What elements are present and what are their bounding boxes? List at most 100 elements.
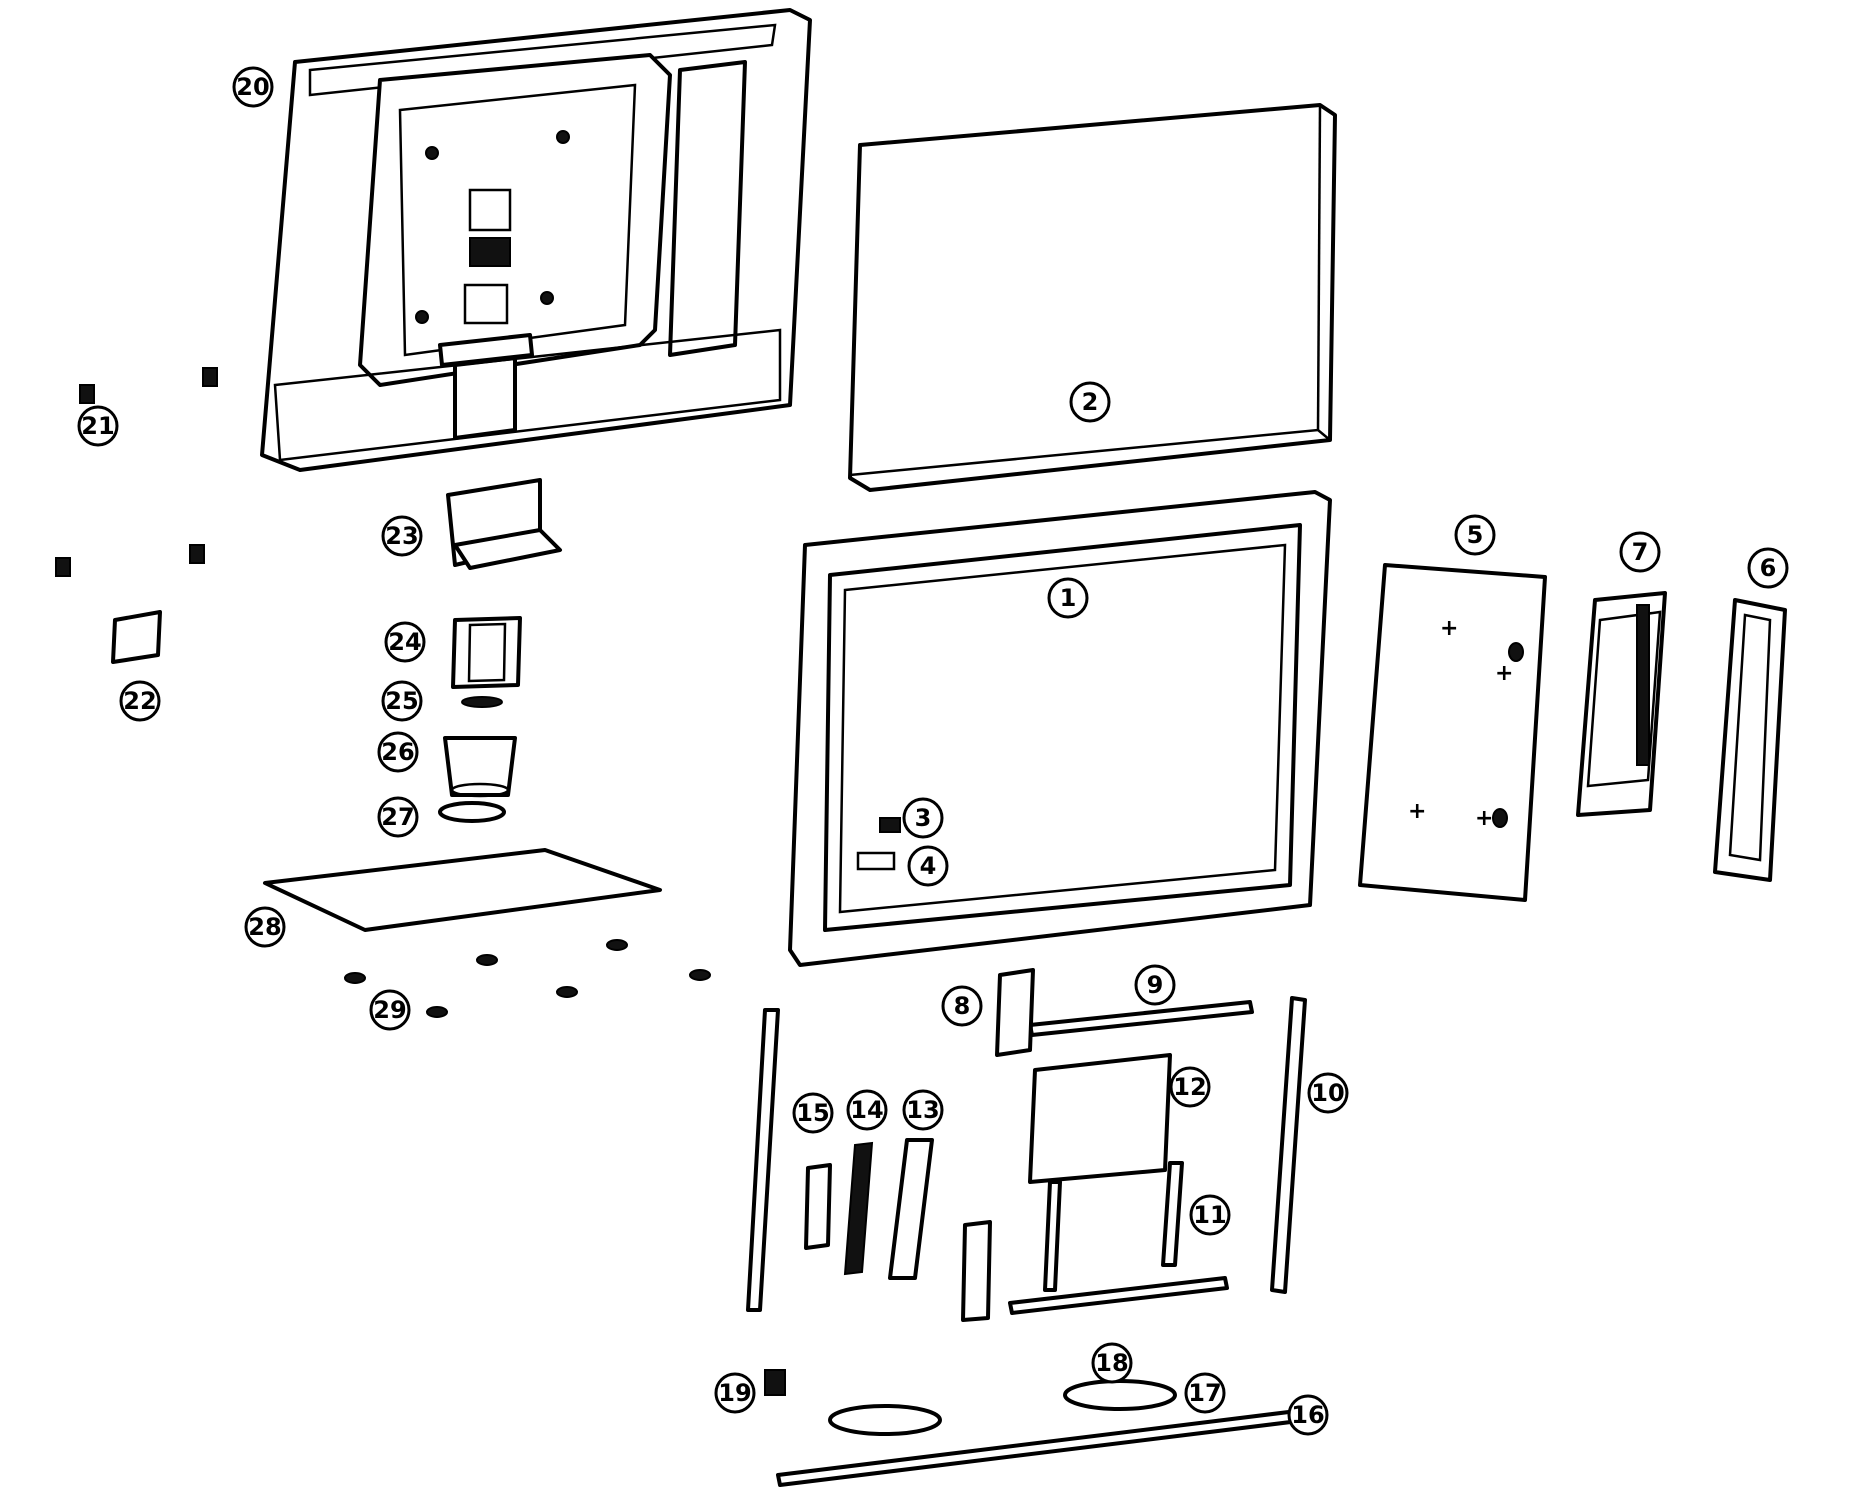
callout-4: 4 [907, 845, 949, 887]
callout-circle [232, 66, 274, 108]
support-bracket-11 [1161, 1161, 1184, 1267]
callout-label: 26 [381, 738, 414, 766]
support-post [1043, 1180, 1062, 1292]
callout-circle [77, 405, 119, 447]
callout-label: 7 [1632, 538, 1649, 566]
callout-circle [907, 845, 949, 887]
stand-collar-26 [443, 736, 517, 798]
bracket-22 [111, 610, 162, 664]
callout-label: 3 [915, 804, 932, 832]
front-bezel [788, 490, 1332, 967]
callout-label: 2 [1082, 388, 1099, 416]
callout-12: 12 [1169, 1066, 1211, 1108]
screws-21 [55, 367, 218, 577]
callout-label: 1 [1060, 584, 1077, 612]
callout-27: 27 [377, 796, 419, 838]
callout-19: 19 [714, 1372, 756, 1414]
callout-17: 17 [1184, 1372, 1226, 1414]
callout-21: 21 [77, 405, 119, 447]
callout-label: 23 [385, 522, 418, 550]
callout-circle [1134, 964, 1176, 1006]
callout-24: 24 [384, 621, 426, 663]
main-board [1576, 591, 1667, 817]
callout-label: 9 [1147, 971, 1164, 999]
callout-label: 25 [385, 687, 418, 715]
lower-bar [1008, 1276, 1229, 1315]
callout-6: 6 [1747, 547, 1789, 589]
callout-circle [381, 515, 423, 557]
callout-29: 29 [369, 989, 411, 1031]
side-bracket [1713, 598, 1787, 882]
callout-circle [714, 1372, 756, 1414]
ring-27 [438, 801, 506, 823]
callout-circle [1184, 1372, 1226, 1414]
callout-18: 18 [1091, 1342, 1133, 1384]
speaker-17 [1063, 1379, 1177, 1411]
clip-19 [764, 1369, 786, 1396]
callout-circle [846, 1089, 888, 1131]
callout-circle [1069, 381, 1111, 423]
callout-label: 4 [920, 852, 937, 880]
stand-hinge-23 [446, 478, 562, 570]
small-board-lower [961, 1220, 992, 1322]
callout-7: 7 [1619, 531, 1661, 573]
callout-circle [1047, 577, 1089, 619]
rubber-feet-29 [344, 939, 711, 1018]
callout-label: 22 [123, 687, 156, 715]
callout-circle [377, 731, 419, 773]
right-rail-10 [1270, 996, 1307, 1294]
callout-circle [792, 1092, 834, 1134]
callout-14: 14 [846, 1089, 888, 1131]
callout-layer: 1234567891011121314151617181920212223242… [77, 66, 1789, 1436]
speaker-18 [828, 1404, 942, 1436]
svg-text:+: + [1440, 616, 1458, 641]
callout-circle [1169, 1066, 1211, 1108]
left-rail [746, 1008, 780, 1312]
callout-circle [384, 621, 426, 663]
callout-label: 17 [1188, 1379, 1221, 1407]
rear-cover [260, 8, 812, 472]
callout-circle [1619, 531, 1661, 573]
callout-label: 18 [1095, 1349, 1128, 1377]
callout-25: 25 [381, 680, 423, 722]
callout-circle [941, 985, 983, 1027]
callout-20: 20 [232, 66, 274, 108]
callout-3: 3 [902, 797, 944, 839]
callout-13: 13 [902, 1089, 944, 1131]
callout-circle [1454, 514, 1496, 556]
callout-22: 22 [119, 680, 161, 722]
callout-28: 28 [244, 906, 286, 948]
callout-label: 16 [1291, 1401, 1324, 1429]
washer-25 [461, 696, 503, 708]
callout-9: 9 [1134, 964, 1176, 1006]
callout-label: 10 [1311, 1079, 1344, 1107]
back-shield-plate: + + + + [1358, 563, 1547, 902]
small-board-8 [995, 968, 1035, 1057]
callout-circle [244, 906, 286, 948]
callout-11: 11 [1189, 1194, 1231, 1236]
svg-text:+: + [1475, 806, 1493, 831]
callout-label: 24 [388, 628, 421, 656]
callout-label: 13 [906, 1096, 939, 1124]
top-bar-9 [1028, 1000, 1254, 1037]
callout-23: 23 [381, 515, 423, 557]
lcd-panel [848, 103, 1337, 492]
callout-label: 20 [236, 73, 269, 101]
callout-circle [369, 989, 411, 1031]
callout-circle [1307, 1072, 1349, 1114]
callout-label: 14 [850, 1096, 883, 1124]
svg-text:+: + [1495, 661, 1513, 686]
callout-label: 15 [796, 1099, 829, 1127]
callout-label: 12 [1173, 1073, 1206, 1101]
callout-label: 21 [81, 412, 114, 440]
callout-2: 2 [1069, 381, 1111, 423]
callout-10: 10 [1307, 1072, 1349, 1114]
callout-label: 6 [1760, 554, 1777, 582]
stand-neck-24 [451, 616, 522, 689]
callout-circle [902, 797, 944, 839]
callout-label: 29 [373, 996, 406, 1024]
callout-label: 5 [1467, 521, 1484, 549]
callout-circle [1747, 547, 1789, 589]
